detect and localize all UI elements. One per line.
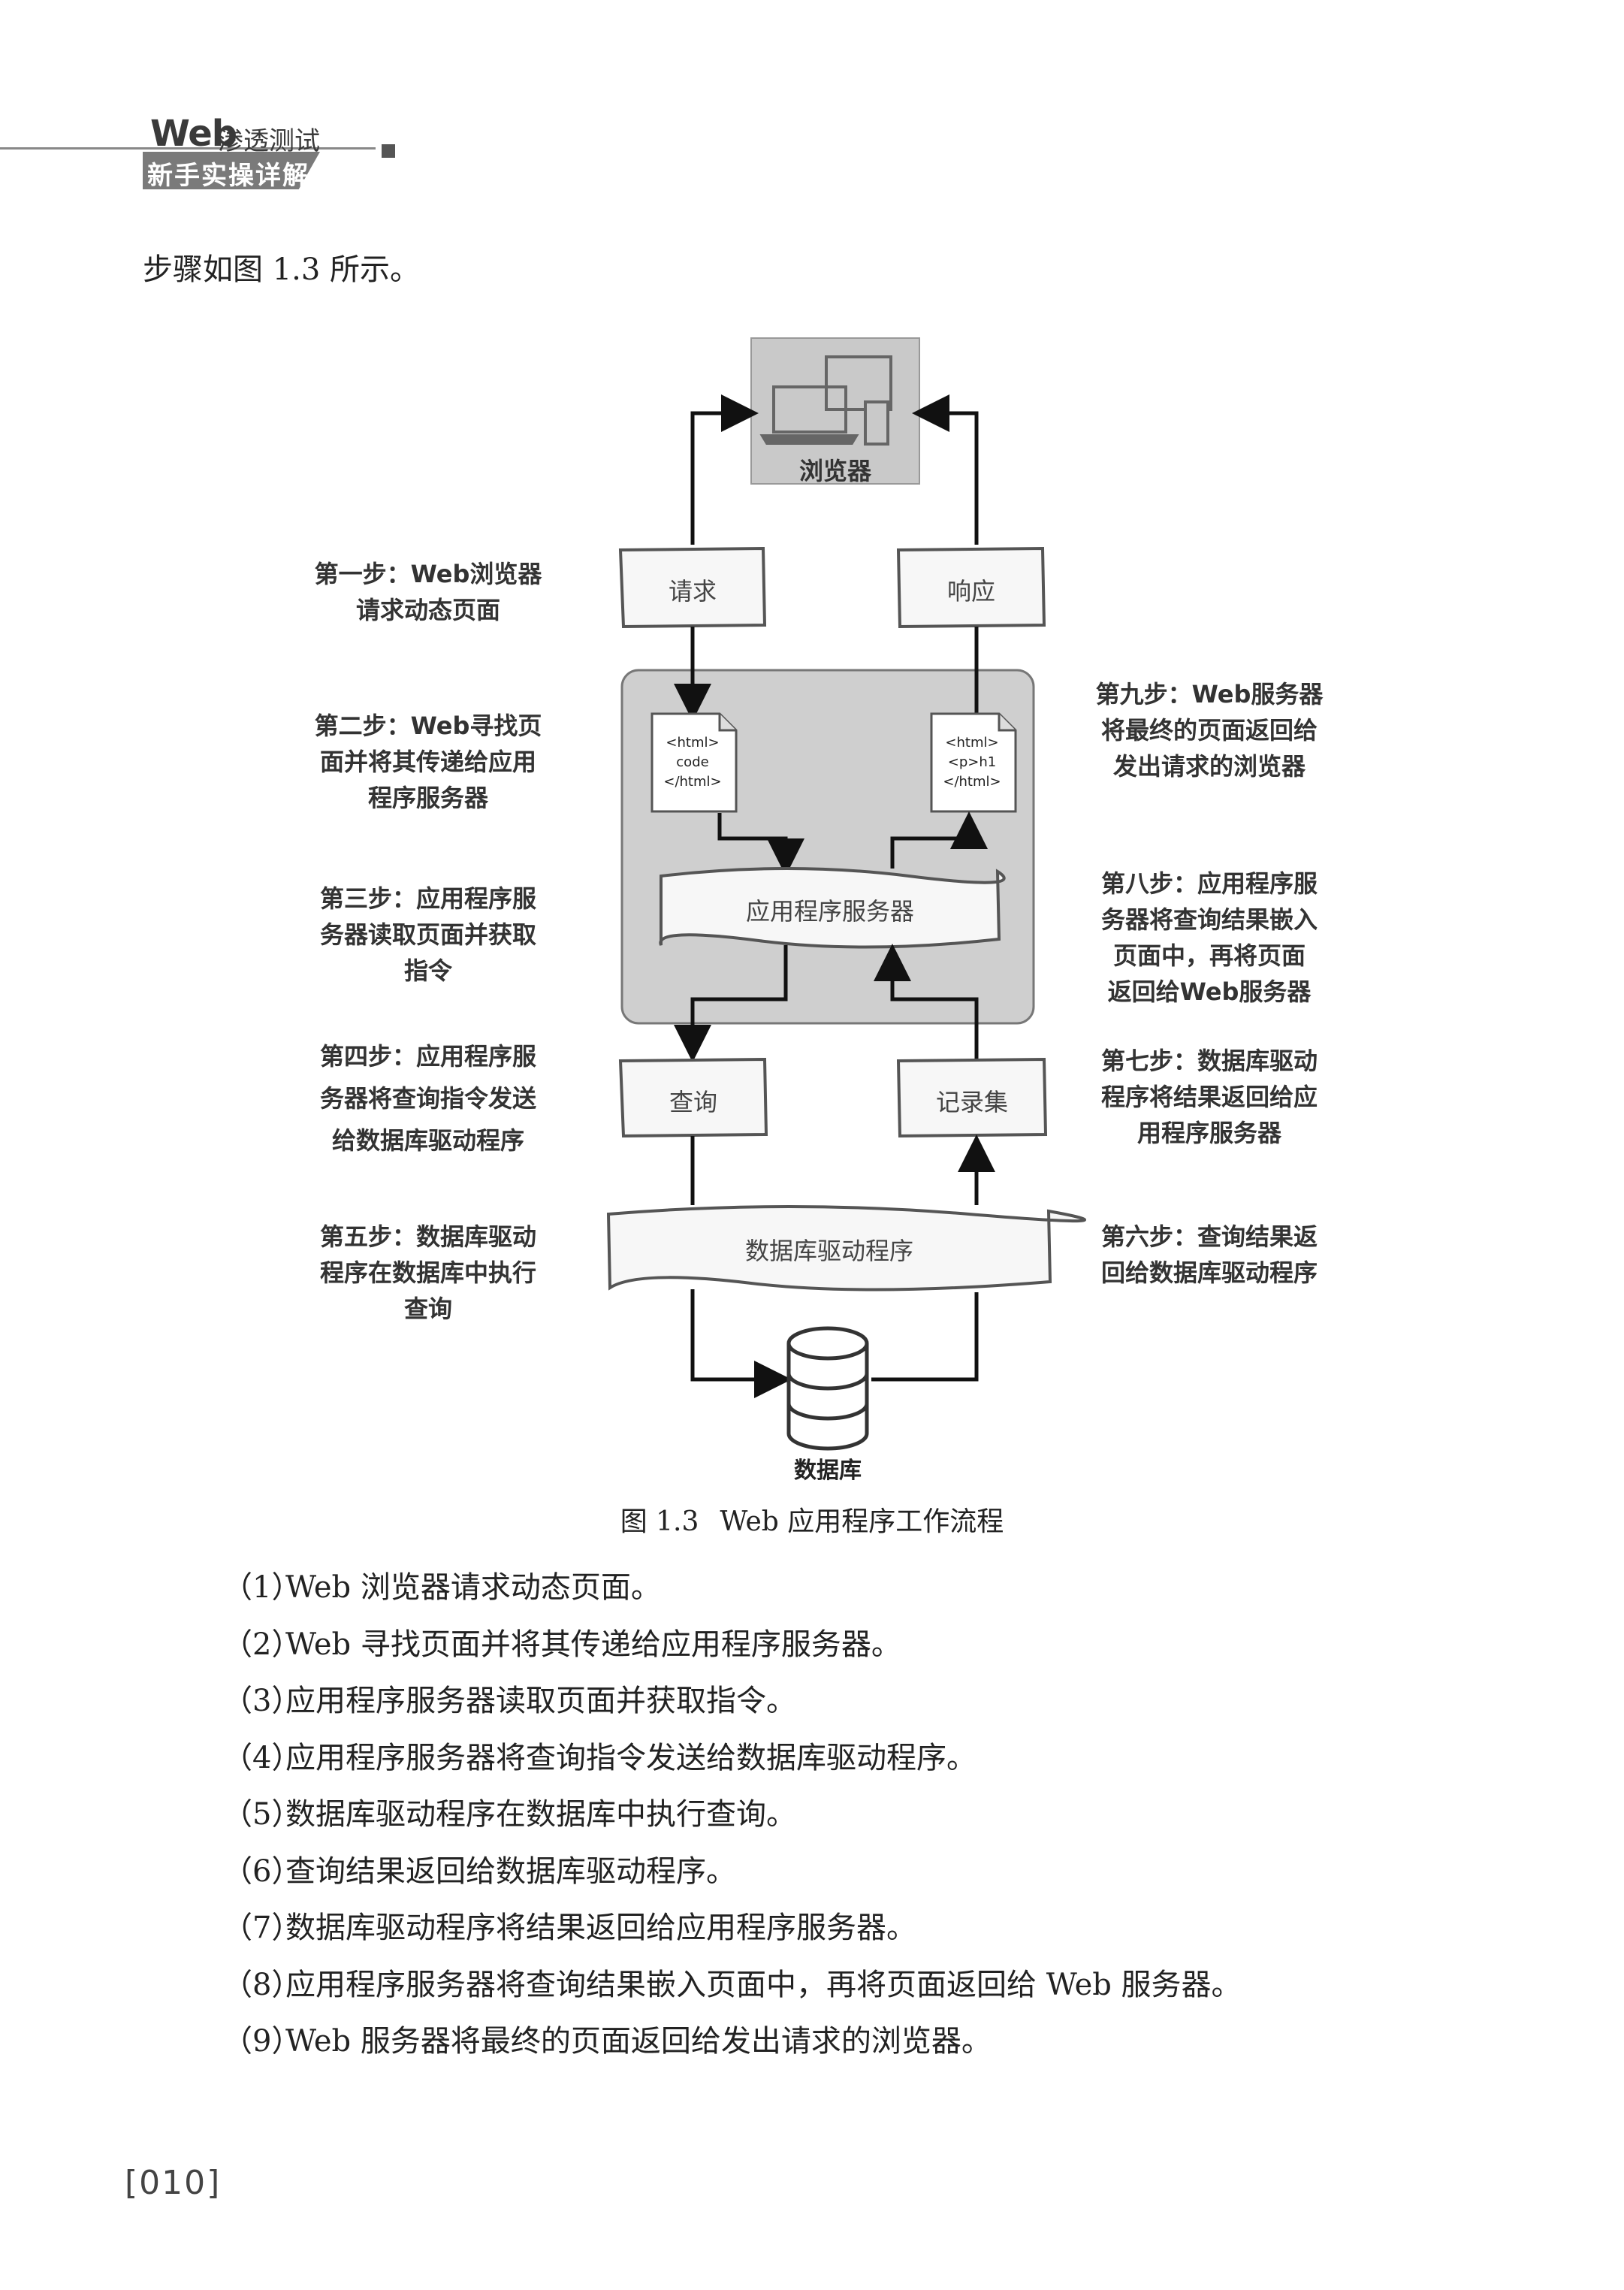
step-line: 第八步：应用程序服 xyxy=(1100,869,1318,898)
database-icon xyxy=(786,1326,869,1451)
response-label: 响应 xyxy=(946,577,995,606)
header-band-text: 新手实操详解 xyxy=(147,161,309,191)
db-driver-label: 数据库驱动程序 xyxy=(744,1237,913,1265)
step-line: 将最终的页面返回给 xyxy=(1100,716,1318,745)
figure-caption: 图 1.3 Web 应用程序工作流程 xyxy=(0,1500,1624,1539)
header-square-icon xyxy=(382,144,395,158)
caption-number: 图 1.3 xyxy=(620,1506,699,1537)
step-line: 第二步：Web寻找页 xyxy=(314,711,542,740)
step-line: 程序服务器 xyxy=(367,784,488,812)
step-line: 程序在数据库中执行 xyxy=(319,1258,536,1287)
code-line: <html> xyxy=(666,735,720,751)
step-line: 务器读取页面并获取 xyxy=(319,920,536,949)
step-line: 请求动态页面 xyxy=(355,596,500,624)
code-page-left xyxy=(651,712,738,813)
flow-diagram xyxy=(606,337,1086,1451)
app-server-box xyxy=(659,867,1006,949)
list-item: （4）应用程序服务器将查询指令发送给数据库驱动程序。 xyxy=(222,1740,977,1775)
list-item: （9）Web 服务器将最终的页面返回给发出请求的浏览器。 xyxy=(222,2024,992,2059)
code-line: </html> xyxy=(943,774,1001,790)
header-band xyxy=(143,152,320,189)
step-line: 第三步：应用程序服 xyxy=(319,884,536,913)
step-line: 第七步：数据库驱动 xyxy=(1100,1047,1318,1075)
app-server-label: 应用程序服务器 xyxy=(745,897,914,926)
step-line: 第一步：Web浏览器 xyxy=(314,560,542,588)
running-header: Web 渗透测试 新手实操详解 xyxy=(0,0,421,195)
code-line: code xyxy=(676,754,709,770)
list-item: （7）数据库驱动程序将结果返回给应用程序服务器。 xyxy=(222,1911,916,1945)
step-1-note: 第一步：Web浏览器 请求动态页面 xyxy=(300,556,556,628)
list-item: （8）应用程序服务器将查询结果嵌入页面中，再将页面返回给 Web 服务器。 xyxy=(222,1967,1242,2002)
browser-label: 浏览器 xyxy=(798,457,871,485)
step-line: 查询 xyxy=(403,1295,452,1323)
step-line: 回给数据库驱动程序 xyxy=(1100,1258,1318,1287)
step-5-note: 第五步：数据库驱动 程序在数据库中执行 查询 xyxy=(300,1219,556,1327)
code-line: <html> xyxy=(945,735,999,751)
request-to-browser-line xyxy=(690,394,759,545)
server-to-page-arrow xyxy=(890,811,988,869)
step-9-note: 第九步：Web服务器 将最终的页面返回给 发出请求的浏览器 xyxy=(1082,676,1337,784)
step-line: 务器将查询结果嵌入 xyxy=(1100,905,1318,934)
step-line: 返回给Web服务器 xyxy=(1107,977,1312,1006)
request-box xyxy=(618,546,767,629)
header-rule xyxy=(0,147,376,150)
response-box xyxy=(896,546,1046,629)
query-box xyxy=(618,1057,768,1138)
recordset-box xyxy=(896,1057,1048,1138)
step-6-note: 第六步：查询结果返 回给数据库驱动程序 xyxy=(1082,1219,1337,1291)
request-label: 请求 xyxy=(668,577,717,606)
list-item: （2）Web 寻找页面并将其传递给应用程序服务器。 xyxy=(222,1627,901,1662)
db-driver-box xyxy=(606,1205,1086,1292)
step-line: 给数据库驱动程序 xyxy=(331,1126,524,1155)
step-line: 第四步：应用程序服 xyxy=(319,1042,536,1071)
step-line: 页面中，再将页面 xyxy=(1112,941,1306,970)
step-line: 指令 xyxy=(403,956,452,985)
recordset-to-server-arrow xyxy=(874,944,979,1061)
query-label: 查询 xyxy=(669,1088,717,1116)
devices-icon xyxy=(759,355,892,446)
step-line: 面并将其传递给应用 xyxy=(319,748,536,776)
step-3-note: 第三步：应用程序服 务器读取页面并获取 指令 xyxy=(300,881,556,989)
server-to-query-arrow xyxy=(674,945,788,1062)
code-page-right-text: <html> <p>h1 </html> xyxy=(934,733,1010,792)
page-number: [010] xyxy=(125,2164,222,2202)
step-line: 务器将查询指令发送 xyxy=(319,1084,536,1113)
step-line: 用程序服务器 xyxy=(1136,1119,1281,1147)
book-title-web: Web xyxy=(150,113,237,155)
caption-text: Web 应用程序工作流程 xyxy=(720,1506,1004,1537)
list-item: （6）查询结果返回给数据库驱动程序。 xyxy=(222,1853,736,1889)
code-page-left-text: <html> code </html> xyxy=(655,733,730,792)
list-item: （3）应用程序服务器读取页面并获取指令。 xyxy=(222,1684,796,1718)
web-app-flow-figure: 浏览器 请求 响应 <html> code </html> <html> <p>… xyxy=(0,316,1624,1488)
step-line: 发出请求的浏览器 xyxy=(1112,752,1306,781)
list-item: （1）Web 浏览器请求动态页面。 xyxy=(222,1570,661,1605)
response-to-browser-arrow xyxy=(912,394,979,545)
intro-paragraph: 步骤如图 1.3 所示。 xyxy=(143,252,421,287)
step-2-note: 第二步：Web寻找页 面并将其传递给应用 程序服务器 xyxy=(300,708,556,816)
step-line: 第九步：Web服务器 xyxy=(1095,680,1324,708)
step-line: 程序将结果返回给应 xyxy=(1100,1083,1318,1111)
steps-list: （1）Web 浏览器请求动态页面。 （2）Web 寻找页面并将其传递给应用程序服… xyxy=(222,1560,1242,2071)
recordset-label: 记录集 xyxy=(935,1088,1008,1116)
page-to-server-arrow xyxy=(717,813,804,876)
step-line: 第六步：查询结果返 xyxy=(1100,1222,1318,1251)
step-line: 第五步：数据库驱动 xyxy=(319,1222,536,1251)
code-page-right xyxy=(930,712,1017,813)
driver-to-db-arrow xyxy=(690,1289,792,1398)
db-to-driver-line xyxy=(871,1292,979,1382)
code-line: <p>h1 xyxy=(947,754,997,770)
database-label: 数据库 xyxy=(794,1458,862,1484)
step-8-note: 第八步：应用程序服 务器将查询结果嵌入 页面中，再将页面 返回给Web服务器 xyxy=(1082,866,1337,1010)
step-4-note: 第四步：应用程序服 务器将查询指令发送 给数据库驱动程序 xyxy=(300,1035,556,1162)
book-title-rest: 渗透测试 xyxy=(218,126,320,156)
code-line: </html> xyxy=(663,774,722,790)
step-7-note: 第七步：数据库驱动 程序将结果返回给应 用程序服务器 xyxy=(1082,1043,1337,1151)
list-item: （5）数据库驱动程序在数据库中执行查询。 xyxy=(222,1797,796,1832)
